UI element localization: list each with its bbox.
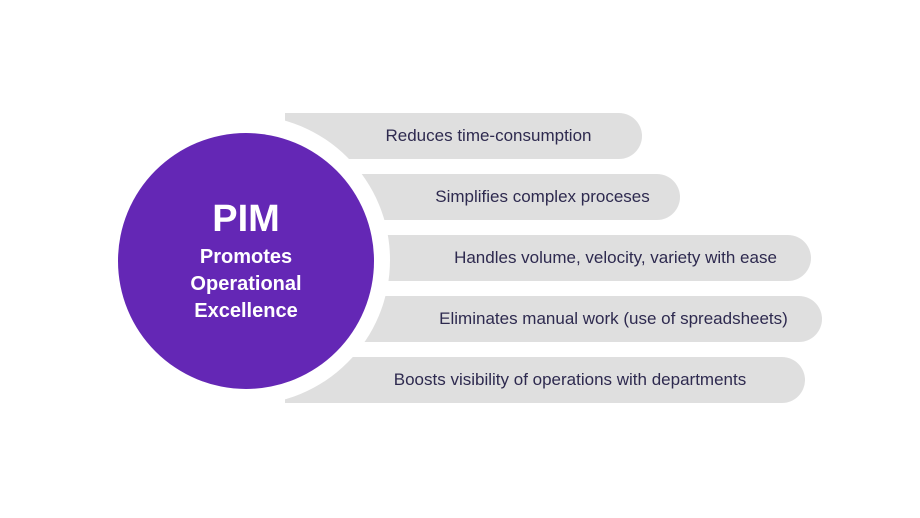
benefit-label: Eliminates manual work (use of spreadshe…	[439, 309, 788, 328]
circle-title: PIM	[212, 197, 280, 240]
circle-subtitle-line: Excellence	[194, 299, 298, 322]
benefit-label: Reduces time-consumption	[385, 126, 592, 145]
pim-circle: PIM Promotes Operational Excellence	[118, 133, 374, 389]
benefit-band-boosts-visibility: Boosts visibility of operations with dep…	[285, 357, 805, 403]
benefit-label: Boosts visibility of operations with dep…	[393, 370, 747, 389]
benefit-label: Simplifies complex proceses	[435, 187, 650, 206]
benefit-band-reduces-time: Reduces time-consumption	[285, 113, 642, 159]
circle-subtitle-line: Operational	[190, 272, 302, 295]
benefit-label: Handles volume, velocity, variety with e…	[454, 248, 777, 267]
circle-subtitle-line: Promotes	[199, 245, 293, 268]
